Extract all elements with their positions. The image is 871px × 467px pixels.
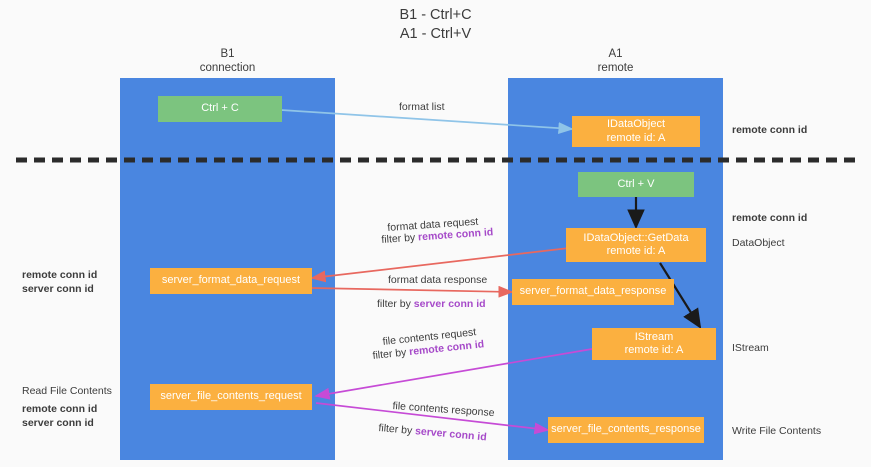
lane-header-b1: B1 connection	[120, 48, 335, 75]
node-server-format-data-request[interactable]: server_format_data_request	[150, 268, 312, 294]
node-idataobject-line1: IDataObject	[606, 118, 666, 130]
filter-prefix-3: filter by	[372, 346, 410, 362]
lane-header-a1-role: remote	[597, 61, 634, 74]
title-line-2: A1 - Ctrl+V	[399, 26, 472, 42]
node-ctrl-c[interactable]: Ctrl + C	[158, 96, 282, 122]
edge-format-data-request	[310, 246, 579, 283]
edge-file-contents-response	[315, 402, 550, 435]
annotation-left-server-conn-id-bottom: server conn id	[22, 417, 94, 429]
annotation-dataobject: DataObject	[732, 237, 785, 249]
node-istream[interactable]: IStream remote id: A	[592, 328, 716, 360]
annotation-istream: IStream	[732, 342, 769, 354]
node-ctrl-v[interactable]: Ctrl + V	[578, 172, 694, 197]
edge-format-data-response	[311, 285, 514, 298]
lane-header-b1-role: connection	[199, 61, 256, 74]
node-ctrl-c-label: Ctrl + C	[201, 102, 239, 115]
annotation-remote-conn-id-top: remote conn id	[732, 124, 808, 136]
annotation-left-server-conn-id-mid: server conn id	[22, 283, 94, 295]
node-idataobject[interactable]: IDataObject remote id: A	[572, 116, 700, 147]
filter-prefix-4: filter by	[377, 422, 416, 438]
node-server-format-data-response[interactable]: server_format_data_response	[512, 279, 674, 305]
lane-header-a1: A1 remote	[508, 48, 723, 75]
edge-label-format-list: format list	[399, 101, 445, 113]
node-idataobject-line2: remote id: A	[606, 131, 666, 144]
edge-label-format-data-response: format data response	[388, 274, 488, 286]
node-getdata-line2: remote id: A	[606, 245, 666, 257]
filter-prefix-2: filter by	[377, 298, 414, 310]
node-istream-line1: IStream	[634, 330, 674, 343]
annotation-write-file-contents: Write File Contents	[732, 425, 822, 437]
node-istream-line2: remote id: A	[624, 344, 684, 356]
node-server-file-contents-request[interactable]: server_file_contents_request	[150, 384, 312, 410]
lane-header-b1-name: B1	[220, 48, 235, 60]
edge-label-format-data-response-filter: filter by server conn id	[377, 298, 486, 311]
node-server-format-data-request-label: server_format_data_request	[161, 274, 301, 287]
node-getdata-line1: IDataObject::GetData	[583, 231, 689, 244]
filter-key-server-conn-id-1: server conn id	[413, 298, 486, 310]
annotation-left-remote-conn-id-mid: remote conn id	[22, 269, 98, 281]
annotation-read-file-contents: Read File Contents	[22, 385, 112, 397]
annotation-left-remote-conn-id-bottom: remote conn id	[22, 403, 98, 415]
edge-file-contents-request	[314, 348, 593, 400]
node-getdata[interactable]: IDataObject::GetData remote id: A	[566, 228, 706, 262]
node-server-file-contents-request-label: server_file_contents_request	[160, 390, 302, 403]
node-server-format-data-response-label: server_format_data_response	[519, 285, 667, 298]
node-server-file-contents-response[interactable]: server_file_contents_response	[548, 417, 704, 443]
edge-format-list	[280, 109, 574, 135]
edge-getdata-istream	[659, 262, 702, 329]
title-line-1: B1 - Ctrl+C	[399, 7, 472, 23]
filter-prefix-1: filter by	[381, 231, 419, 246]
page-title: B1 - Ctrl+C A1 - Ctrl+V	[0, 6, 871, 44]
node-server-file-contents-response-label: server_file_contents_response	[551, 423, 701, 436]
node-ctrl-v-label: Ctrl + V	[617, 177, 655, 190]
annotation-remote-conn-id-mid: remote conn id	[732, 212, 808, 224]
lane-header-a1-name: A1	[608, 48, 623, 60]
